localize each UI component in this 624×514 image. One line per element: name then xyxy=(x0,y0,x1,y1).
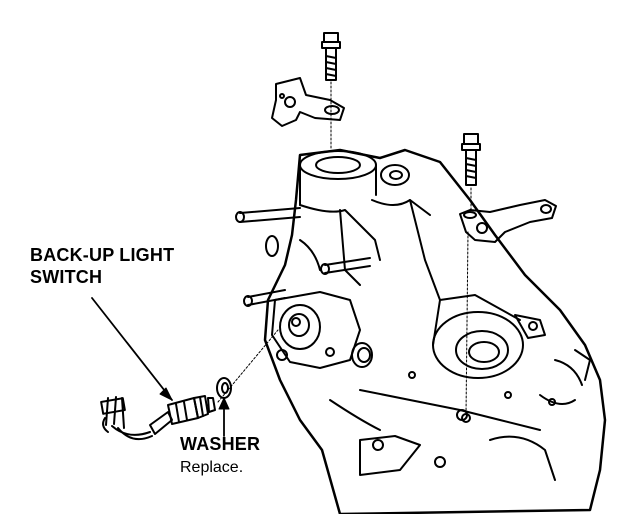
backup-light-switch-label-line2: SWITCH xyxy=(30,267,103,287)
right-bracket xyxy=(459,199,557,243)
washer-leader-arrow xyxy=(218,397,230,437)
backup-light-switch-label: BACK-UP LIGHT xyxy=(30,245,175,265)
upper-bolt xyxy=(321,32,341,151)
backup-light-switch xyxy=(100,395,216,441)
right-bolt xyxy=(461,133,481,423)
transmission-case xyxy=(235,148,607,514)
washer-note: Replace. xyxy=(180,459,244,476)
washer-label: WASHER xyxy=(180,434,261,454)
switch-leader-arrow xyxy=(91,297,173,401)
upper-bracket xyxy=(271,77,345,127)
